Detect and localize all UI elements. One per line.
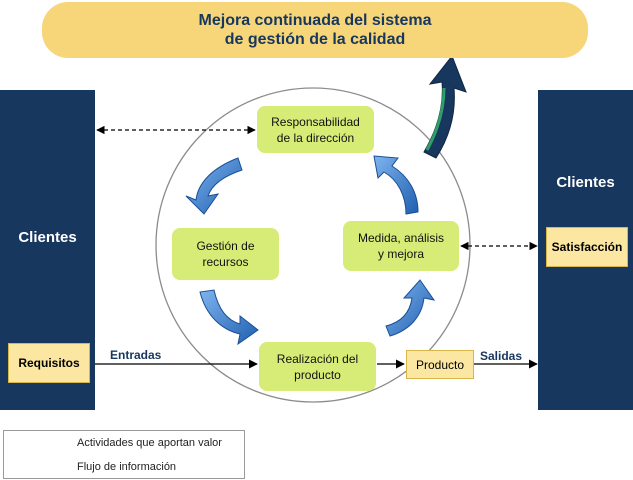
process-gestion-recursos: Gestión de recursos (172, 228, 279, 280)
process-responsabilidad-line1: Responsabilidad (271, 114, 360, 129)
banner-line-1: Mejora continuada del sistema (198, 12, 432, 29)
clientes-left-title: Clientes (18, 229, 77, 246)
producto-box: Producto (406, 350, 474, 379)
process-gestion-line2: recursos (202, 255, 249, 269)
legend-solid-label: Actividades que aportan valor (77, 437, 222, 449)
banner-line-2: de gestión de la calidad (224, 31, 406, 48)
legend (3, 430, 245, 479)
process-medida-line1: Medida, análisis (357, 231, 445, 245)
entradas-label: Entradas (110, 348, 162, 362)
satisfaccion-box: Satisfacción (546, 227, 628, 267)
salidas-label: Salidas (480, 349, 523, 363)
cycle-arrow-medida-to-resp-icon (373, 155, 419, 215)
cycle-arrow-gestion-to-realizacion-icon (199, 289, 259, 346)
continuous-improvement-banner: Mejora continuada del sistema de gestión… (42, 2, 588, 58)
process-realizacion-line1: Realización del (276, 351, 359, 366)
process-realizacion-producto: Realización del producto (259, 342, 376, 391)
clientes-right-title: Clientes (556, 174, 615, 191)
process-realizacion-line2: producto (294, 367, 341, 382)
cycle-arrow-realizacion-to-medida-icon (385, 279, 436, 337)
process-medida-analisis: Medida, análisis y mejora (343, 221, 459, 271)
process-gestion-line1: Gestión de (196, 239, 255, 253)
improvement-arrow-icon (423, 55, 467, 159)
legend-dashed-label: Flujo de información (77, 461, 177, 473)
process-responsabilidad-line2: de la dirección (276, 130, 355, 145)
process-responsabilidad: Responsabilidad de la dirección (257, 106, 374, 153)
cycle-arrow-resp-to-gestion-icon (185, 157, 243, 215)
process-medida-line2: y mejora (377, 247, 424, 261)
requisitos-box: Requisitos (8, 343, 90, 383)
